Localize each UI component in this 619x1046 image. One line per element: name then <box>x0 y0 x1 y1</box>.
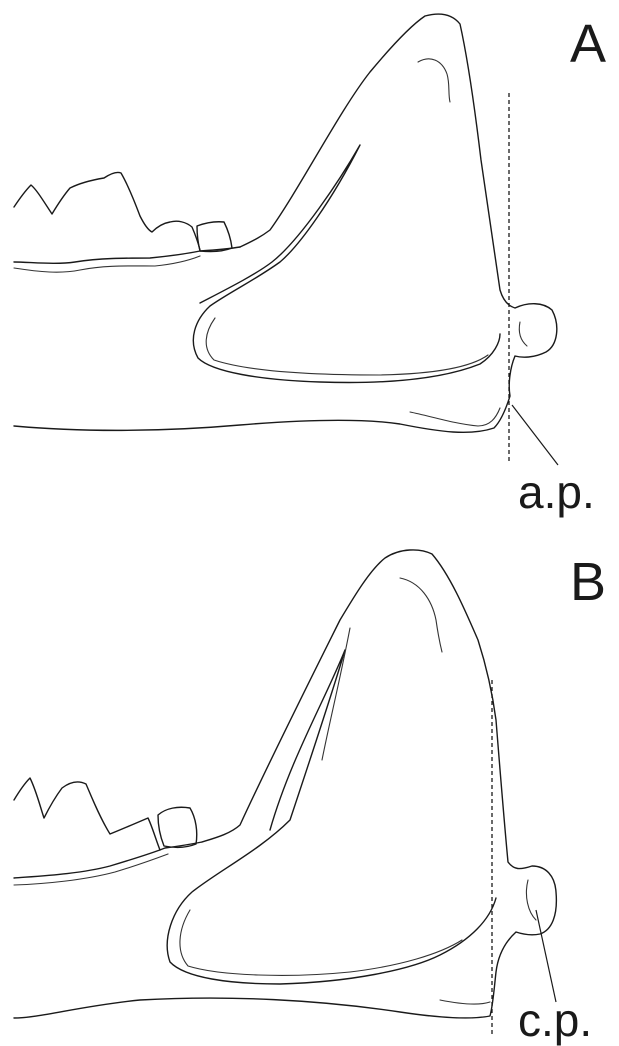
panel-b-leader-line <box>536 910 556 1002</box>
panel-b-molar <box>158 807 197 847</box>
panel-b-label: c.p. <box>518 994 592 1046</box>
panel-b-teeth <box>14 778 160 850</box>
panel-a-alveolar-line <box>14 247 240 263</box>
panel-a-fossa-inner <box>206 318 488 375</box>
panel-a-teeth <box>14 172 200 250</box>
panel-b: B c.p. <box>14 550 606 1046</box>
panel-a-fossa <box>193 145 500 382</box>
panel-a-molar <box>197 222 232 252</box>
panel-a-ramus-outline <box>14 14 557 432</box>
panel-b-angular-ridge <box>440 1000 490 1004</box>
panel-b-fossa-inner <box>180 910 462 975</box>
panel-b-coronoid-detail <box>400 578 442 652</box>
panel-b-letter: B <box>570 552 606 612</box>
panel-b-alveolar-line <box>14 842 202 878</box>
panel-a-condyle-detail <box>519 322 527 346</box>
panel-a-letter: A <box>570 14 606 74</box>
panel-a-label: a.p. <box>518 466 595 518</box>
panel-a-coronoid-detail <box>418 59 450 102</box>
panel-b-fossa <box>167 650 496 984</box>
panel-a-leader-line <box>512 405 558 465</box>
panel-a-angular-ridge <box>410 408 500 426</box>
panel-a: A a.p. <box>14 14 606 518</box>
panel-b-condyle-detail <box>526 880 536 920</box>
